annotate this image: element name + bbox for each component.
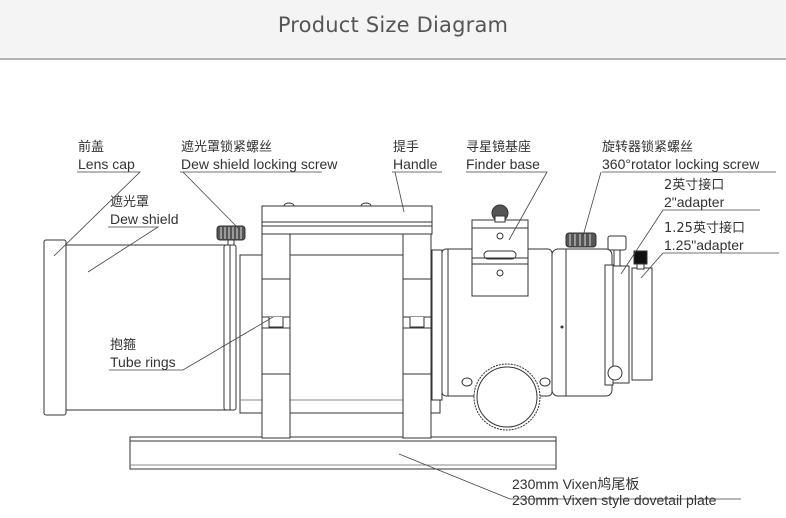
page-title: Product Size Diagram (277, 13, 509, 37)
label-lens-cap-cn: 前盖 (78, 140, 105, 155)
label-finder-base-en: Finder base (466, 156, 540, 172)
adapter-125-inch (631, 250, 653, 381)
tube-ring-left (261, 233, 291, 439)
label-finder-base-cn: 寻星镜基座 (466, 140, 532, 155)
label-dew-shield-screw: 遮光罩锁紧螺丝 Dew shield locking screw (181, 140, 337, 172)
dew-shield-locking-screw (216, 225, 246, 246)
label-dovetail-en: 230mm Vixen style dovetail plate (512, 492, 717, 508)
label-adapter-125: 1.25英寸接口 1.25"adapter (664, 221, 745, 253)
handle (261, 202, 433, 235)
label-rotator-screw: 旋转器锁紧螺丝 360°rotator locking screw (602, 140, 759, 172)
label-rotator-screw-en: 360°rotator locking screw (602, 156, 760, 172)
label-tube-rings: 抱箍 Tube rings (110, 338, 176, 370)
adapter-2-inch (607, 235, 630, 384)
rotator-locking-screw (565, 232, 597, 248)
label-dew-shield-screw-cn: 遮光罩锁紧螺丝 (181, 140, 273, 155)
label-adapter-125-en: 1.25"adapter (664, 237, 744, 253)
label-rotator-screw-cn: 旋转器锁紧螺丝 (602, 140, 694, 155)
label-dovetail-cn: 230mm Vixen鸠尾板 (512, 476, 640, 492)
page-header: Product Size Diagram (0, 0, 786, 60)
label-handle-en: Handle (393, 156, 438, 172)
label-lens-cap-en: Lens cap (78, 156, 135, 172)
label-adapter-2-cn: 2英寸接口 (664, 178, 725, 193)
label-lens-cap: 前盖 Lens cap (78, 140, 135, 172)
label-handle: 提手 Handle (393, 140, 437, 172)
label-dew-shield-cn: 遮光罩 (110, 195, 150, 210)
label-dew-shield-screw-en: Dew shield locking screw (181, 156, 338, 172)
label-handle-cn: 提手 (393, 140, 420, 155)
lens-cap (43, 239, 67, 416)
focus-knob (461, 363, 551, 431)
label-adapter-2: 2英寸接口 2"adapter (664, 178, 724, 210)
label-dew-shield: 遮光罩 Dew shield (110, 195, 178, 227)
finder-base (471, 204, 529, 297)
label-finder-base: 寻星镜基座 Finder base (466, 140, 540, 172)
leader-lines (53, 171, 779, 500)
label-adapter-125-cn: 1.25英寸接口 (664, 221, 745, 236)
label-dew-shield-en: Dew shield (110, 211, 179, 227)
dovetail-plate (129, 436, 557, 470)
dew-shield (65, 244, 237, 411)
label-tube-rings-cn: 抱箍 (110, 338, 137, 353)
label-dovetail: 230mm Vixen鸠尾板 230mm Vixen style dovetai… (512, 476, 716, 508)
tube-ring-right (402, 233, 432, 439)
label-adapter-2-en: 2"adapter (664, 194, 725, 210)
label-tube-rings-en: Tube rings (110, 354, 176, 370)
